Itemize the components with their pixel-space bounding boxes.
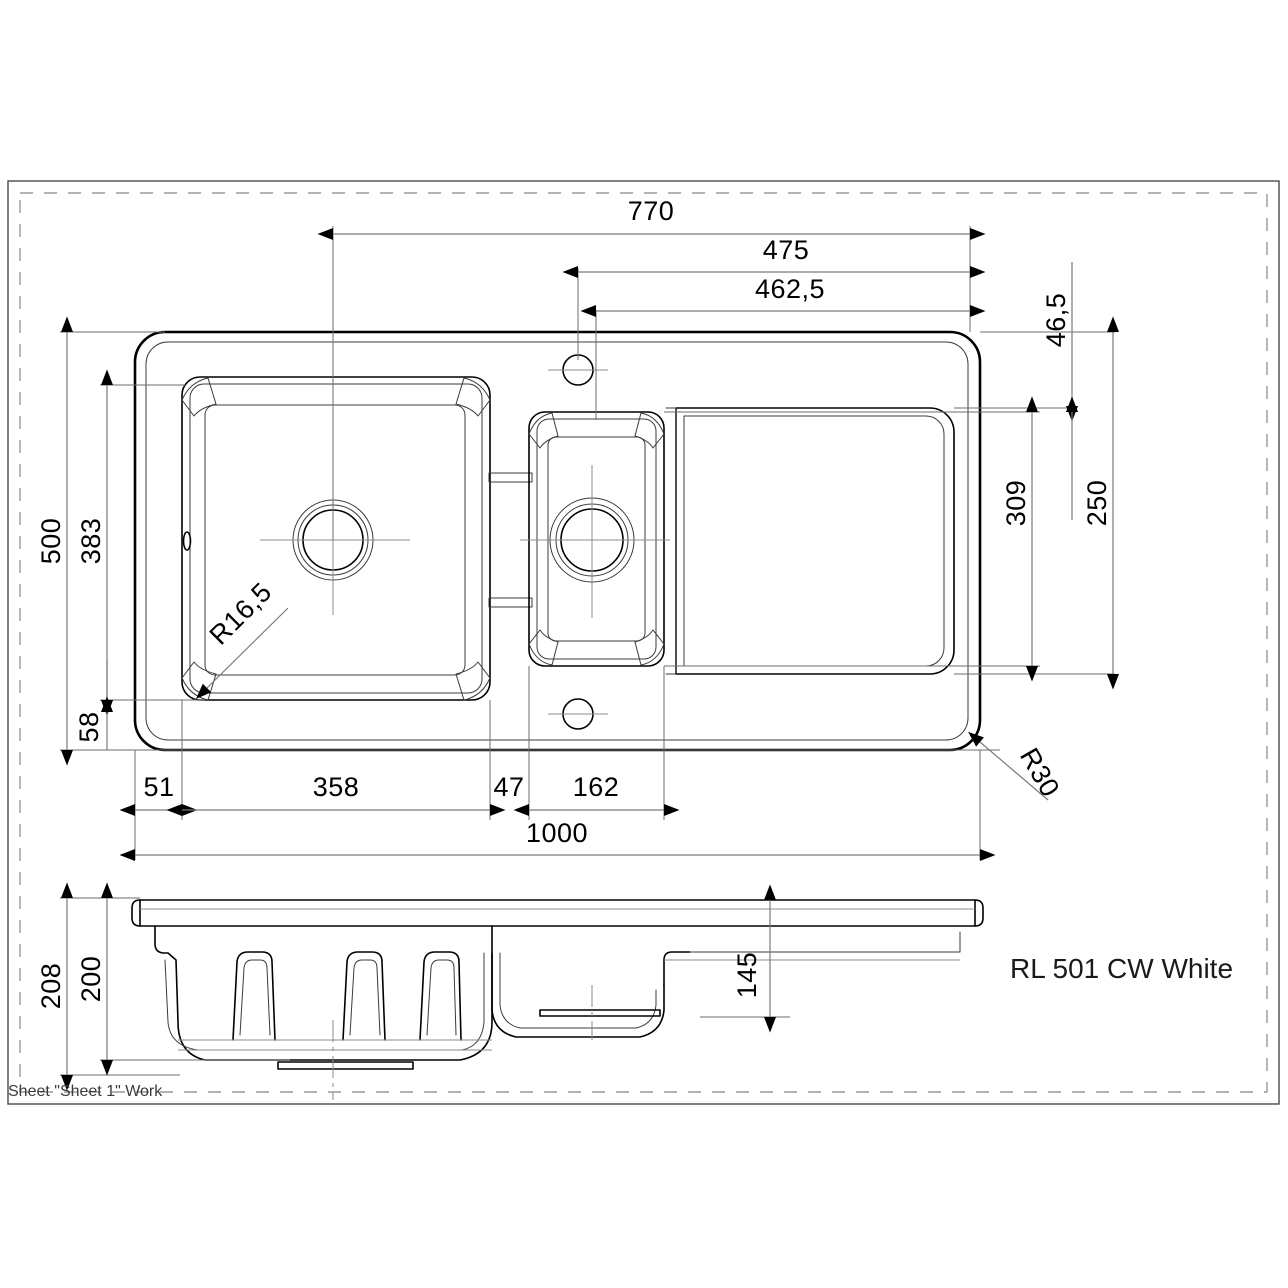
dim-770-label: 770 [628,196,675,226]
dim-46-5-label: 46,5 [1041,293,1071,348]
section-rib-3 [419,951,462,1041]
left-dimension-group: 500 383 58 [36,316,1000,766]
half-bowl-floor [547,436,646,642]
r30-leader [968,731,1049,801]
section-half-bowl-inner [499,952,657,1029]
section-drainer-underside [689,931,961,953]
section-rib-2-inner [349,959,381,1036]
product-title-label: RL 501 CW White [1010,953,1233,984]
bottom-dimension-group: 51 358 47 162 1000 [119,666,996,861]
right-dimension-group: 46,5 250 309 [664,262,1119,690]
half-bowl-corner-tr [634,412,665,449]
section-rib-2 [342,951,386,1041]
main-bowl-rim-inner [189,383,483,694]
dim-309-label: 309 [1001,480,1031,527]
half-bowl-corner-bl [528,629,559,666]
top-dimension-group: 770 475 462,5 [317,196,986,540]
bowl-divider-ledge [488,472,533,608]
dim-383-label: 383 [76,518,106,565]
half-bowl-corner-tl [528,412,559,449]
main-bowl-corner-tl [181,377,217,417]
dim-200-label: 200 [76,956,106,1003]
sheet-frame [7,180,1280,1105]
sink-section-view [131,899,984,1100]
section-main-bowl-base-pad [277,1061,414,1070]
dim-162-label: 162 [573,772,620,802]
section-drainer-lip [663,951,691,986]
main-bowl-corner-bl [181,661,217,701]
section-main-bowl-inner [164,952,485,1051]
dim-250-label: 250 [1082,480,1112,527]
main-bowl [181,376,491,701]
r30-label: R30 [1014,743,1065,802]
drainer-board [665,407,955,675]
section-rim-right-cap [974,899,984,927]
section-rib-3-inner [426,959,457,1036]
overflow-slot [182,531,192,551]
dim-475-label: 475 [763,235,810,265]
drainer-inner-outline [683,415,945,667]
section-dimension-group: 208 200 145 [36,882,790,1091]
section-rib-1 [232,951,276,1041]
half-bowl-corner-br [634,629,665,666]
half-bowl-rim-inner [536,418,657,660]
dim-500-label: 500 [36,518,66,565]
sink-outer-rim [133,330,982,752]
section-half-bowl-base-pad [539,1009,661,1017]
dim-145-label: 145 [732,952,762,999]
section-half-bowl-body [491,925,665,1038]
section-rib-1-inner [239,959,271,1036]
dim-358-label: 358 [313,772,360,802]
main-bowl-corner-tr [455,377,491,417]
dim-58-label: 58 [74,711,104,742]
half-bowl [528,411,665,667]
dim-47-label: 47 [493,772,524,802]
dim-208-label: 208 [36,963,66,1010]
dim-462-5-label: 462,5 [755,274,825,304]
sink-top-view [133,330,982,752]
section-rim-slab [139,899,976,927]
main-bowl-corner-br [455,661,491,701]
r16-5-label: R16,5 [204,577,278,651]
r16-5-leader [195,607,289,699]
section-rim-left-cap [131,899,141,927]
drainer-outline [675,407,955,675]
sink-rim-inner-offset [145,341,969,741]
half-bowl-top-edge [528,411,665,667]
section-main-bowl-body [154,925,493,1061]
dim-51-label: 51 [143,772,174,802]
main-bowl-top-edge [181,376,491,701]
main-bowl-floor [204,404,466,676]
dim-1000-label: 1000 [526,818,588,848]
sheet-note-label: Sheet "Sheet 1" Work [8,1083,163,1100]
